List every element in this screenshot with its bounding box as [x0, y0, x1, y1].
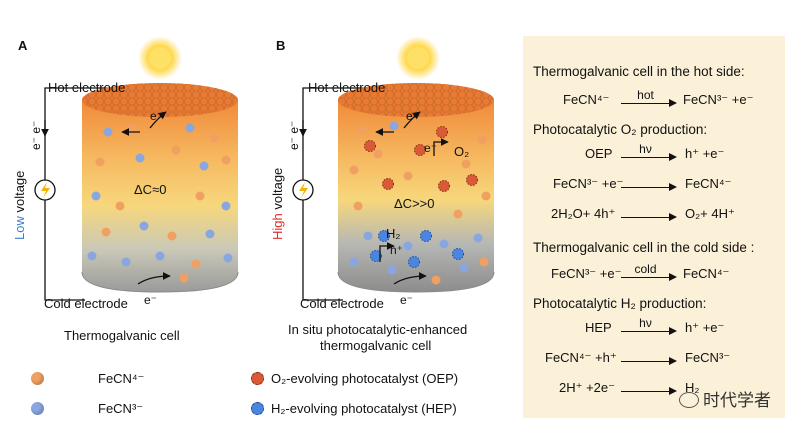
voltage-level: High: [270, 213, 285, 240]
eq-right: FeCN⁴⁻: [683, 266, 730, 281]
hep-photocatalysts: [370, 230, 464, 268]
legend-oep-dot: [251, 372, 264, 385]
electron-label-bottom: e⁻: [400, 293, 413, 307]
voltage-source-icon: [292, 179, 314, 201]
electron-arrow-top: [121, 111, 167, 136]
eq-left: HEP: [585, 320, 612, 335]
cell-cylinder: [337, 83, 495, 293]
legend-fecn4-dot: [31, 372, 44, 385]
cell-cylinder: [81, 83, 239, 293]
cold-side-heading: Thermogalvanic cell in the cold side :: [533, 240, 755, 255]
watermark-text: 时代学者: [703, 391, 771, 410]
h2-equation-1: HEP hν h⁺ +e⁻: [523, 316, 785, 340]
panel-b-caption-line2: thermogalvanic cell: [320, 338, 431, 353]
voltage-level: Low: [12, 216, 27, 240]
legend-fecn4-label: FeCN⁴⁻: [98, 371, 145, 386]
panel-b-caption-line1: In situ photocatalytic-enhanced: [288, 322, 467, 337]
hot-side-heading: Thermogalvanic cell in the hot side:: [533, 64, 745, 79]
panel-a-diagram: Hot electrode e⁻ e⁻ e⁻ Low voltage ΔC≈0 …: [12, 36, 239, 343]
arrow-condition: hot: [637, 88, 654, 102]
panel-a-caption: Thermogalvanic cell: [64, 328, 180, 343]
h2-equation-3: 2H⁺ +2e⁻ H₂: [523, 380, 785, 400]
voltage-label: High voltage: [270, 168, 285, 240]
h2-equation-2: FeCN⁴⁻ +h⁺ FeCN³⁻: [523, 350, 785, 370]
eq-left: 2H⁺ +2e⁻: [559, 380, 616, 395]
panel-b-diagram: Hot electrode e⁻ e⁻ O₂ e⁻ e⁻ High voltag…: [270, 36, 495, 353]
o2-equation-3: 2H₂O+ 4h⁺ O₂+ 4H⁺: [523, 206, 785, 226]
wechat-icon: [679, 392, 699, 408]
electron-label-top: e⁻: [150, 109, 163, 123]
particles: [87, 123, 233, 283]
o2-production-heading: Photocatalytic O₂ production:: [533, 122, 708, 137]
particles: [349, 121, 491, 285]
legend-hep-dot: [251, 402, 264, 415]
reaction-arrow: hot: [621, 88, 677, 110]
electron-pair-label: e⁻ e⁻: [287, 121, 301, 150]
electron-arrow-bottom: [137, 272, 171, 285]
reaction-arrow: hν: [621, 142, 677, 164]
o2-equation-2: FeCN³⁻ +e⁻ FeCN⁴⁻: [523, 176, 785, 196]
h2-evolution-arrow: [379, 242, 395, 262]
o2-equation-1: OEP hν h⁺ +e⁻: [523, 142, 785, 166]
o2-evolution-arrow: [433, 138, 449, 156]
eq-left: FeCN⁴⁻: [563, 92, 610, 107]
reaction-arrow: [621, 206, 677, 224]
eq-left: 2H₂O+ 4h⁺: [551, 206, 616, 221]
eq-right: h⁺ +e⁻: [685, 320, 725, 335]
sun-icon: [138, 36, 182, 80]
cold-electrode-label: Cold electrode: [44, 296, 128, 311]
reaction-arrow: cold: [621, 262, 677, 284]
legend-fecn3-label: FeCN³⁻: [98, 401, 144, 416]
delta-c-label: ΔC>>0: [394, 196, 435, 211]
electron-label-bottom: e⁻: [144, 293, 157, 307]
arrow-condition: hν: [639, 142, 652, 156]
arrow-condition: cold: [634, 262, 657, 276]
electron-arrow-top: [375, 111, 421, 136]
reaction-arrow: [621, 380, 677, 398]
eq-left: FeCN³⁻ +e⁻: [551, 266, 622, 281]
eq-right: FeCN³⁻ +e⁻: [683, 92, 754, 107]
eq-right: H₂: [685, 380, 700, 395]
reaction-panel: Thermogalvanic cell in the hot side: FeC…: [523, 36, 785, 418]
h2-production-heading: Photocatalytic H₂ production:: [533, 296, 707, 311]
hot-electrode-label: Hot electrode: [48, 80, 125, 95]
electron-pair-label: e⁻ e⁻: [29, 121, 43, 150]
reaction-arrow: hν: [621, 316, 677, 338]
eq-right: FeCN⁴⁻: [685, 176, 732, 191]
electron-label-mid: e⁻: [424, 141, 437, 155]
eq-right: h⁺ +e⁻: [685, 146, 725, 161]
eq-right: O₂+ 4H⁺: [685, 206, 735, 221]
hot-side-equation: FeCN⁴⁻ hot FeCN³⁻ +e⁻: [523, 88, 785, 112]
arrow-condition: hν: [639, 316, 652, 330]
electron-arrow-bottom: [393, 272, 427, 285]
eq-right: FeCN³⁻: [685, 350, 731, 365]
voltage-source-icon: [34, 179, 56, 201]
reaction-arrow: [621, 176, 677, 194]
eq-left: FeCN⁴⁻ +h⁺: [545, 350, 617, 365]
o2-label: O₂: [454, 144, 469, 159]
eq-left: FeCN³⁻ +e⁻: [553, 176, 624, 191]
hplus-label: h⁺: [390, 243, 403, 257]
delta-c-label: ΔC≈0: [134, 182, 166, 197]
panel-b-letter: B: [276, 38, 286, 53]
legend-hep-label: H₂-evolving photocatalyst (HEP): [271, 401, 457, 416]
electron-label-top: e⁻: [406, 109, 419, 123]
cold-electrode-label: Cold electrode: [300, 296, 384, 311]
legend-fecn3-dot: [31, 402, 44, 415]
oep-photocatalysts: [364, 126, 478, 192]
h2-label: H₂: [386, 226, 400, 241]
eq-left: OEP: [585, 146, 613, 161]
legend-oep-label: O₂-evolving photocatalyst (OEP): [271, 371, 459, 386]
sun-icon: [396, 36, 440, 80]
watermark: 时代学者: [679, 386, 771, 411]
voltage-label: Low voltage: [12, 171, 27, 240]
voltage-word: voltage: [270, 168, 285, 214]
voltage-word: voltage: [12, 171, 27, 217]
panel-a-letter: A: [18, 38, 28, 53]
cold-side-equation: FeCN³⁻ +e⁻ cold FeCN⁴⁻: [523, 262, 785, 286]
hot-electrode-label: Hot electrode: [308, 80, 385, 95]
reaction-arrow: [621, 350, 677, 368]
